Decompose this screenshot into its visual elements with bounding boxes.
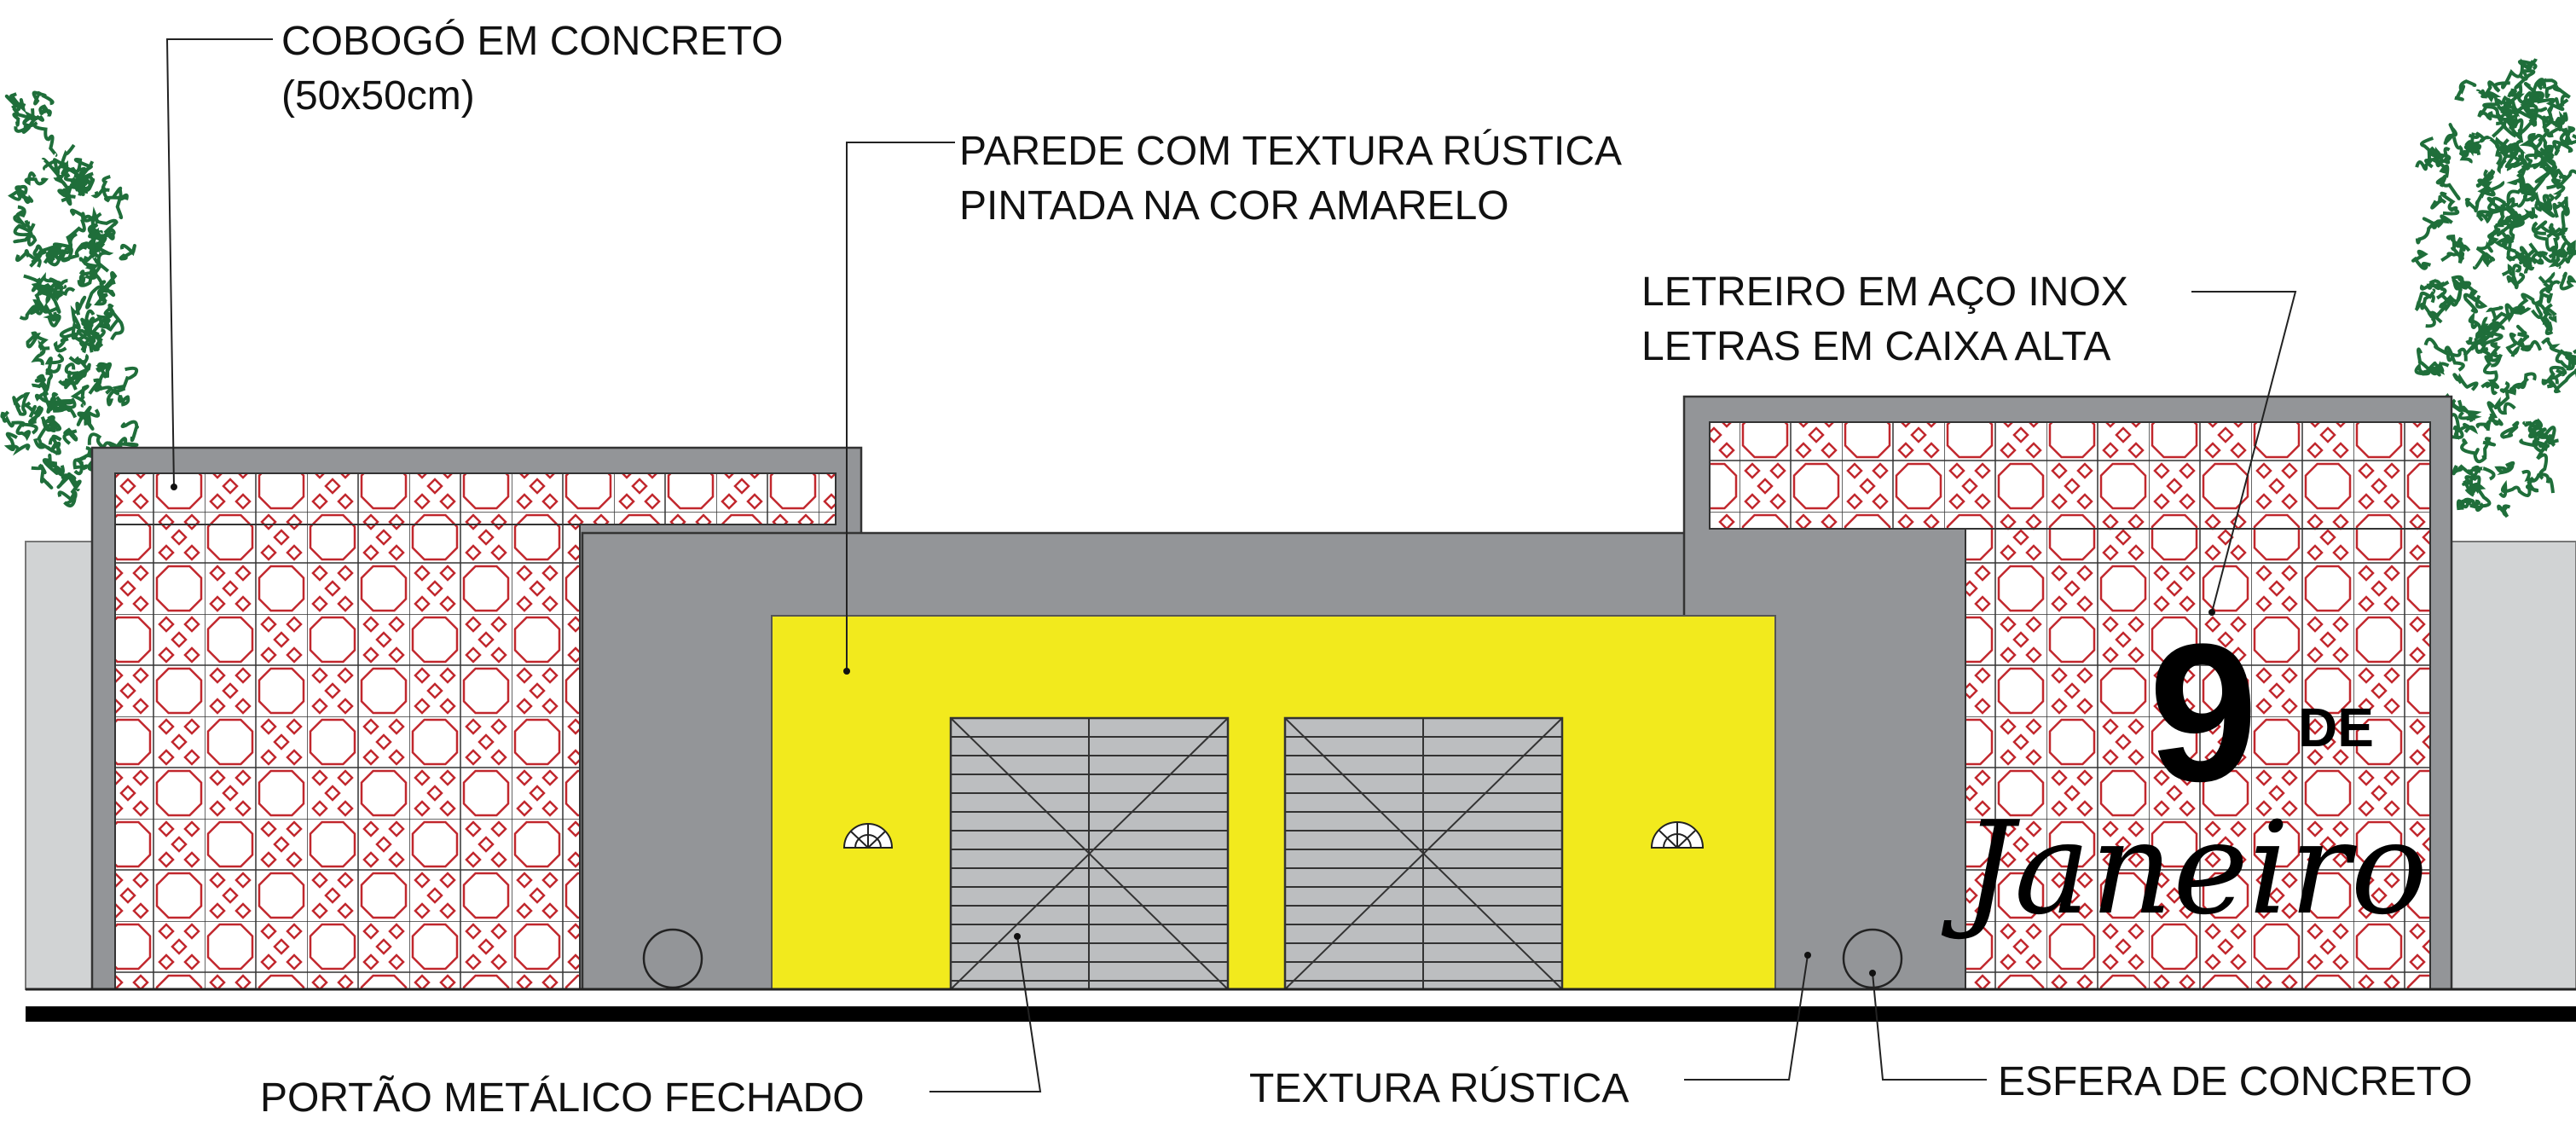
leader-letreiro (2191, 291, 2297, 613)
leader-lines (165, 38, 2297, 1092)
wall-lamp-left-icon (842, 823, 894, 849)
label-letreiro-line1: LETREIRO EM AÇO INOX (1641, 269, 2128, 315)
cobogo-panel-right (1965, 528, 2431, 990)
label-esfera: ESFERA DE CONCRETO (1998, 1059, 2473, 1104)
side-wall-left (25, 541, 93, 990)
concrete-sphere-left (642, 928, 703, 989)
label-portao: PORTÃO METÁLICO FECHADO (260, 1075, 865, 1121)
wall-lamp-right-icon (1650, 821, 1705, 849)
cobogo-panel-top-left (114, 472, 836, 525)
tree-right-icon (2411, 58, 2576, 519)
leader-parede (846, 142, 955, 671)
tree-left-icon (0, 90, 139, 508)
label-parede-line1: PAREDE COM TEXTURA RÚSTICA (959, 128, 1622, 174)
signage-word: Janeiro (1941, 795, 2428, 943)
leader-cobogo (165, 38, 273, 488)
side-wall-right (2451, 541, 2576, 990)
label-textura: TEXTURA RÚSTICA (1249, 1065, 1629, 1111)
leader-esfera (1872, 972, 1987, 1081)
label-cobogo-line1: COBOGÓ EM CONCRETO (281, 18, 784, 64)
concrete-sphere-right (1842, 928, 1903, 989)
leader-dots (171, 484, 2215, 976)
signage-number: 9 (2149, 603, 2258, 822)
cobogo-panel-left (114, 524, 581, 990)
metal-gate-left (949, 716, 1230, 991)
signage-connector: DE (2298, 697, 2374, 758)
leader-textura (1684, 954, 1809, 1081)
label-parede-line2: PINTADA NA COR AMARELO (959, 183, 1509, 229)
sidewalk-curb (26, 1006, 2576, 1022)
yellow-rustic-wall (771, 615, 1776, 990)
metal-gate-right (1283, 716, 1564, 991)
label-letreiro-line2: LETRAS EM CAIXA ALTA (1641, 324, 2110, 369)
leader-portao (929, 936, 1042, 1092)
label-cobogo-line2: (50x50cm) (281, 73, 475, 119)
cobogo-panel-top-right (1709, 421, 2431, 530)
